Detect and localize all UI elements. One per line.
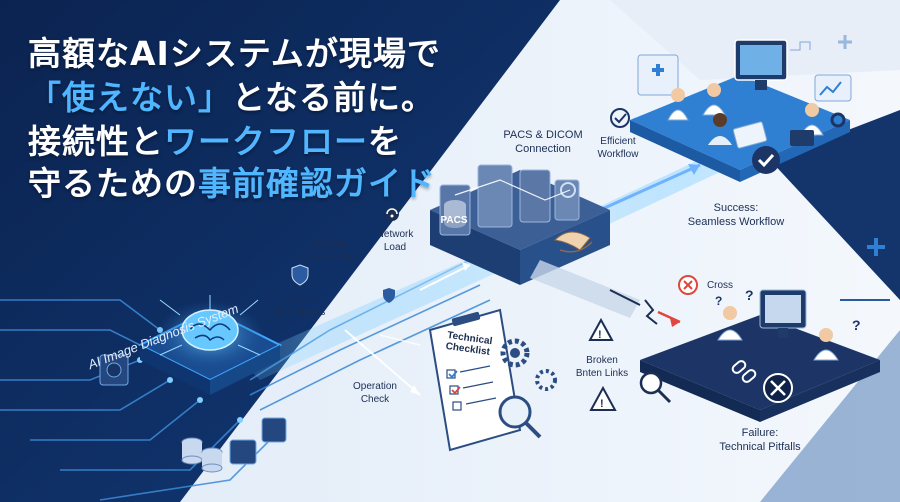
checklist-icon — [428, 308, 522, 452]
handshake-icon — [553, 231, 593, 253]
success-label: Success: Seamless Workflow — [676, 201, 796, 229]
device-icon — [229, 417, 287, 465]
checkmark-icon — [752, 146, 780, 174]
monitor-icon — [734, 39, 788, 90]
label-line: Workflow — [597, 149, 639, 160]
warning-icon: ! — [589, 385, 617, 411]
headline-text: 高額なAIシステムが現場で — [28, 34, 441, 73]
label-line: Check — [360, 394, 390, 405]
svg-text:!: ! — [598, 329, 602, 341]
label-line: Broken — [586, 355, 618, 366]
cross-label: Cross — [706, 280, 734, 291]
headline-text: 接続性と — [28, 122, 164, 161]
label-line: PACS & DICOM — [503, 129, 583, 141]
shield-icon — [291, 264, 309, 286]
headline-line-1: 高額なAIシステムが現場で — [28, 34, 441, 74]
network-load-label: Network Load — [365, 228, 425, 254]
label-line: Failure: — [741, 427, 779, 439]
headline-accent: ワークフロー — [164, 122, 368, 161]
headline-accent: 事前確認ガイド — [198, 164, 436, 203]
label-line: Boundaries — [274, 307, 326, 318]
svg-text:!: ! — [600, 398, 604, 410]
checkmark-icon — [610, 108, 630, 128]
shield-icon — [383, 288, 395, 303]
gear-icon — [830, 112, 846, 128]
device-icon — [99, 354, 129, 386]
x-circle-icon — [763, 373, 793, 403]
success-workflow-scene — [630, 35, 852, 182]
dark-corner-right — [770, 110, 900, 300]
operation-check-label: Operation Check — [340, 380, 410, 406]
broken-link-icon — [731, 360, 757, 383]
pacs-dicom-label: PACS & DICOM Connection — [488, 128, 598, 156]
efficient-workflow-label: Efficient Workflow — [578, 135, 658, 161]
gear-icon — [500, 338, 557, 391]
security-label: Security Boundaries — [258, 293, 342, 319]
x-circle-icon — [678, 275, 698, 295]
label-line: Efficient — [600, 136, 636, 147]
headline-line-2: 「使えない」となる前に。 — [28, 78, 435, 118]
dark-background-left — [0, 0, 560, 502]
dicom-specs-label: DICOM Specifications — [282, 238, 376, 264]
failure-scene: ? ? ? — [640, 287, 880, 422]
label-line: Specifications — [298, 252, 360, 263]
headline-line-3: 接続性とワークフローを — [28, 122, 402, 162]
wifi-icon — [385, 207, 399, 221]
doctor-icon — [717, 306, 839, 361]
label-line: Technical Pitfalls — [719, 441, 801, 453]
monitor-icon — [759, 289, 807, 338]
headline-accent: 「使えない」 — [28, 78, 232, 117]
svg-text:?: ? — [852, 317, 861, 333]
data-beam-left — [240, 245, 520, 380]
label-line: Network — [376, 229, 414, 240]
label-line: DICOM — [312, 239, 346, 250]
label-line: Security — [281, 294, 319, 305]
database-icon — [181, 437, 223, 473]
svg-text:?: ? — [745, 287, 754, 303]
doctor-icon — [667, 83, 824, 145]
headline-text: を — [368, 122, 402, 161]
label-line: Seamless Workflow — [687, 216, 785, 228]
headline-line-4: 守るための事前確認ガイド — [28, 164, 436, 204]
failure-label: Failure: Technical Pitfalls — [700, 426, 820, 454]
label-line: Connection — [515, 143, 571, 155]
svg-text:?: ? — [715, 294, 722, 308]
headline-text: となる前に。 — [232, 78, 436, 117]
label-line: Success: — [713, 202, 759, 214]
monitor-icon — [637, 54, 679, 96]
warning-icon: ! — [588, 317, 614, 341]
label-line: Bnten Links — [575, 368, 629, 379]
pacs-server-label: PACS — [440, 215, 468, 226]
label-line: Load — [383, 242, 407, 253]
broken-links-label: Broken Bnten Links — [560, 354, 644, 380]
brain-chip-icon — [137, 295, 283, 395]
monitor-icon — [814, 74, 852, 102]
headline-text: 守るための — [28, 164, 198, 203]
label-line: Operation — [353, 381, 397, 392]
magnifier-icon — [639, 371, 672, 404]
magnifier-icon — [498, 395, 542, 439]
